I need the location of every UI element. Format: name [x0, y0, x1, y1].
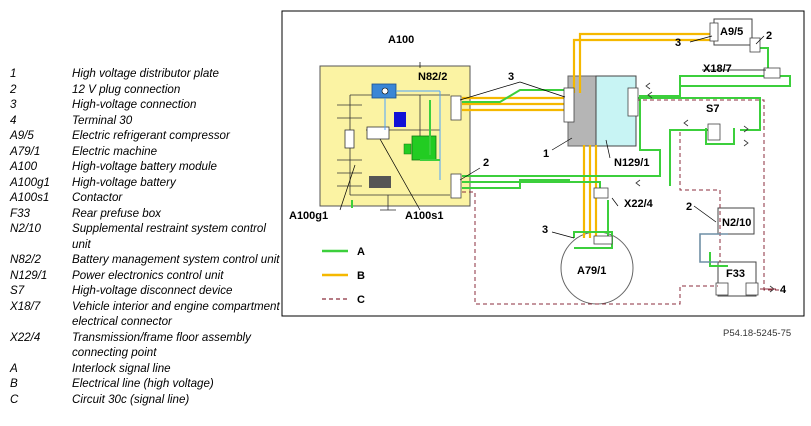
blue-relay [394, 112, 406, 127]
legend-key: N82/2 [10, 253, 41, 266]
connectors [450, 22, 781, 245]
legend-row: X22/4 Transmission/frame floor assembly c… [10, 330, 280, 361]
legend-row: C Circuit 30c (signal line) [10, 392, 280, 408]
legend-row: B Electrical line (high voltage) [10, 376, 280, 392]
legend-description: Supplemental restraint system control un… [72, 222, 266, 251]
legend-row: N2/10 Supplemental restraint system contr… [10, 221, 280, 252]
label-a100g1: A100g1 [289, 210, 328, 222]
callout-1: 1 [543, 148, 549, 160]
legend-row: N129/1 Power electronics control unit [10, 268, 280, 284]
legend-row: 2 12 V plug connection [10, 82, 280, 98]
callout-2-n2-10: 2 [686, 201, 692, 213]
label-s7: S7 [706, 103, 719, 115]
legend-key: X18/7 [10, 299, 41, 313]
legend-description: Transmission/frame floor assembly connec… [72, 330, 251, 360]
legend-description: High voltage distributor plate [72, 67, 219, 80]
legend-key: S7 [10, 284, 25, 297]
legend-key: B [10, 377, 18, 390]
battery-internals [337, 94, 450, 211]
callout-3-machine: 3 [542, 224, 548, 236]
callout-3-top: 3 [508, 71, 514, 83]
legend-row: 4 Terminal 30 [10, 113, 280, 129]
legend-key: A9/5 [10, 129, 34, 142]
legend-key: 1 [10, 67, 17, 80]
legend-key: C [10, 392, 19, 406]
label-a9-5: A9/5 [720, 26, 743, 38]
legend-row: X18/7 Vehicle interior and engine compart… [10, 299, 280, 330]
legend-key: N129/1 [10, 268, 48, 282]
legend-row: F33 Rear prefuse box [10, 206, 280, 222]
label-a79-1: A79/1 [577, 265, 606, 277]
n2-10-wiring [699, 233, 728, 263]
legend-key: A79/1 [10, 144, 41, 158]
label-n2-10: N2/10 [722, 217, 751, 229]
legend-key: F33 [10, 206, 30, 220]
legend-row: A100 High-voltage battery module [10, 159, 280, 175]
legend-key: 4 [10, 113, 17, 127]
label-a100s1: A100s1 [405, 210, 444, 222]
legend-key: N2/10 [10, 222, 41, 235]
legend-row: A100g1 High-voltage battery [10, 175, 280, 191]
legend-row: 1 High voltage distributor plate [10, 66, 280, 82]
legend-description: Terminal 30 [72, 113, 133, 127]
legend-description: Electric machine [72, 144, 158, 158]
legend-description: Interlock signal line [72, 361, 171, 375]
legend-list: 1 High voltage distributor plate 2 12 V plu… [10, 66, 280, 407]
legend-row: N82/2 Battery management system control u… [10, 252, 280, 268]
legend-key: X22/4 [10, 330, 41, 344]
legend-description: Battery management system control unit [72, 253, 280, 266]
a9-5-compressor [713, 18, 753, 46]
legend-row: S7 High-voltage disconnect device [10, 283, 280, 299]
n2-10-control-unit [717, 207, 755, 235]
reference-code: P54.18-5245-75 [723, 328, 791, 339]
legend-row: A Interlock signal line [10, 361, 280, 377]
label-n82-2: N82/2 [418, 71, 447, 83]
legend-description: High-voltage battery [72, 175, 176, 189]
diagram-frame [281, 10, 805, 317]
green-module [411, 135, 437, 161]
legend-key: A100g1 [10, 175, 50, 189]
legend-row: A100s1 Contactor [10, 190, 280, 206]
label-f33: F33 [726, 268, 745, 280]
legend-key: A100s1 [10, 191, 50, 204]
label-n129-1: N129/1 [614, 157, 649, 169]
legend-description: Circuit 30c (signal line) [72, 392, 190, 406]
legend-description: Electric refrigerant compressor [72, 129, 230, 142]
contactor-box [366, 126, 390, 140]
legend-row: A9/5 Electric refrigerant compressor [10, 128, 280, 144]
interlock-lines [351, 47, 791, 267]
callout-4: 4 [780, 284, 787, 296]
legend-description: Power electronics control unit [72, 268, 224, 282]
legend-key: A100 [10, 160, 38, 173]
leader-lines [339, 35, 766, 239]
legend-description: Contactor [72, 191, 123, 204]
legend-key: 2 [10, 82, 17, 96]
legend-label-a: A [357, 246, 365, 258]
callout-2-battery: 2 [483, 157, 489, 169]
legend-description: Rear prefuse box [72, 206, 161, 220]
legend-label-b: B [357, 270, 365, 282]
legend-row: 3 High-voltage connection [10, 97, 280, 113]
dark-module [369, 176, 391, 188]
label-x22-4: X22/4 [624, 198, 654, 210]
legend-key: A [10, 361, 18, 375]
legend-description: Electrical line (high voltage) [72, 377, 214, 390]
callout-2-compressor: 2 [766, 30, 772, 42]
legend-description: High-voltage disconnect device [72, 284, 233, 297]
legend-row: A79/1 Electric machine [10, 144, 280, 160]
line-type-legend: A B C [322, 246, 365, 306]
label-x18-7: X18/7 [703, 63, 732, 75]
callout-3-compressor: 3 [675, 37, 681, 49]
legend-description: High-voltage connection [72, 98, 197, 111]
legend-description: 12 V plug connection [72, 82, 181, 96]
label-a100: A100 [388, 34, 414, 46]
legend-description: Vehicle interior and engine compartment … [72, 299, 280, 329]
legend-label-c: C [357, 294, 365, 306]
legend-description: High-voltage battery module [72, 160, 218, 173]
legend-key: 3 [10, 98, 17, 111]
high-voltage-lines [462, 32, 718, 238]
